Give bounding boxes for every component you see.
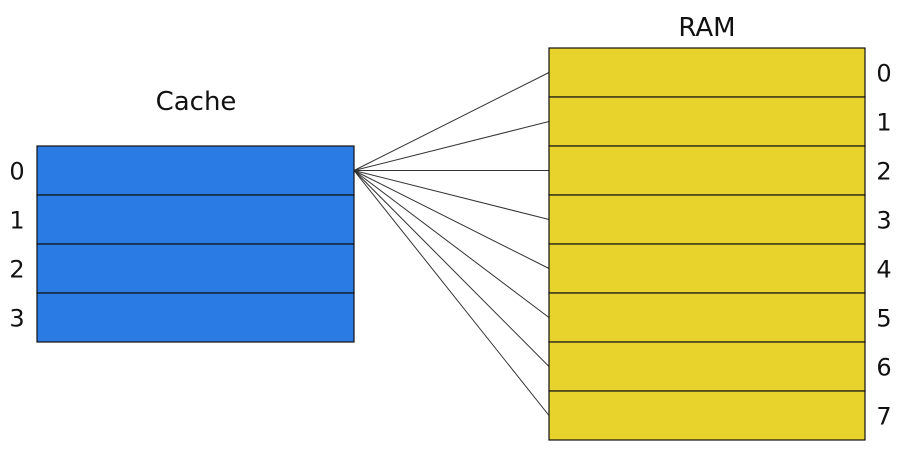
ram-block-1	[548, 96, 866, 147]
mapping-line-to-ram-0	[353, 72, 550, 171]
ram-block-7	[548, 390, 866, 441]
ram-block: 0 1 2 3 4 5 6 7	[548, 47, 892, 441]
ram-index-label: 5	[876, 305, 891, 333]
ram-block-2	[548, 145, 866, 196]
ram-block-0	[548, 47, 866, 98]
ram-block-4	[548, 243, 866, 294]
ram-title: RAM	[678, 13, 735, 43]
mapping-line-to-ram-5	[353, 170, 550, 318]
cache-index-label: 1	[9, 207, 24, 235]
mapping-line-to-ram-6	[353, 170, 550, 367]
ram-index-label: 3	[876, 207, 891, 235]
ram-index-label: 0	[876, 60, 891, 88]
ram-block-6	[548, 341, 866, 392]
cache-index-label: 0	[9, 158, 24, 186]
cache-line-1	[36, 194, 355, 245]
ram-block-5	[548, 292, 866, 343]
ram-index-label: 1	[876, 109, 891, 137]
cache-block: 0 1 2 3	[9, 145, 355, 343]
mapping-line-to-ram-3	[353, 170, 550, 220]
ram-block-3	[548, 194, 866, 245]
ram-index-label: 6	[876, 354, 891, 382]
cache-index-label: 2	[9, 256, 24, 284]
cache-title: Cache	[156, 87, 237, 117]
mapping-line-to-ram-4	[353, 170, 550, 269]
mapping-line-to-ram-7	[353, 170, 550, 416]
cache-line-3	[36, 292, 355, 343]
connector-lines	[353, 72, 550, 416]
ram-index-label: 2	[876, 158, 891, 186]
cache-line-0	[36, 145, 355, 196]
mapping-line-to-ram-1	[353, 121, 550, 171]
cache-line-2	[36, 243, 355, 294]
ram-index-label: 4	[876, 256, 891, 284]
cache-index-label: 3	[9, 305, 24, 333]
ram-index-label: 7	[876, 403, 891, 431]
